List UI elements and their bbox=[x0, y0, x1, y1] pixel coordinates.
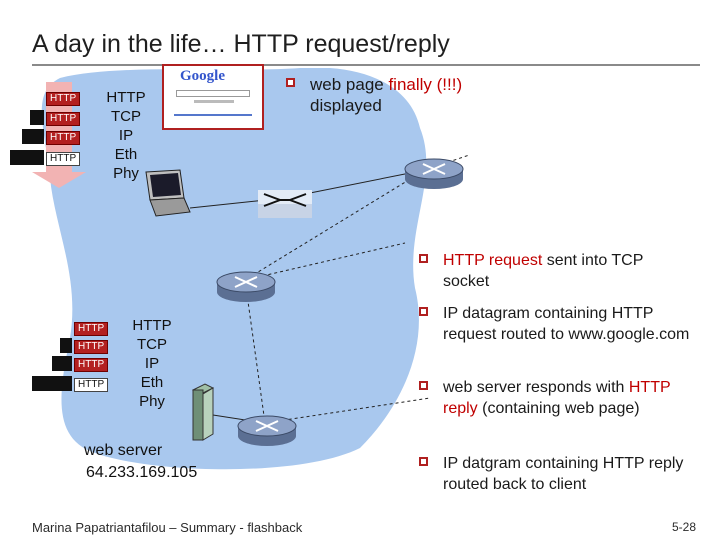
ip-header-block bbox=[22, 129, 44, 144]
laptop-icon bbox=[145, 169, 191, 217]
layer-phy: Phy bbox=[113, 165, 139, 182]
google-browser-window: Google bbox=[162, 64, 264, 130]
packet-tag: HTTP bbox=[74, 358, 109, 372]
server-label: web server bbox=[84, 442, 163, 459]
bullet-square-icon bbox=[286, 78, 295, 87]
bullet-square-icon bbox=[419, 381, 428, 390]
link-row bbox=[174, 114, 252, 116]
link-router2-router3 bbox=[244, 279, 266, 424]
eth-header-block bbox=[32, 376, 72, 391]
title-rule bbox=[32, 64, 700, 66]
bullet-reply-routed: IP datgram containing HTTP reply routed … bbox=[419, 453, 693, 495]
packet-tag: HTTP bbox=[46, 112, 81, 126]
packet-tag: HTTP bbox=[74, 378, 109, 392]
search-box bbox=[176, 90, 250, 97]
layer-eth: Eth bbox=[140, 374, 164, 391]
layer-tcp: TCP bbox=[111, 108, 141, 125]
link-router3-out bbox=[264, 397, 431, 424]
google-logo: Google bbox=[180, 68, 225, 84]
router-icon bbox=[216, 271, 276, 302]
bullet-ip-datagram: IP datagram containing HTTP request rout… bbox=[419, 303, 693, 345]
packet-tag: HTTP bbox=[74, 340, 109, 354]
bullet-http-request: HTTP request sent into TCP socket bbox=[419, 250, 693, 292]
layer-tcp: TCP bbox=[137, 336, 167, 353]
tcp-header-block bbox=[30, 110, 44, 125]
bullet-server-responds: web server responds with HTTP reply (con… bbox=[419, 377, 708, 419]
layer-ip: IP bbox=[144, 355, 160, 372]
eth-header-block bbox=[10, 150, 44, 165]
cloud-shape bbox=[41, 68, 427, 470]
router-icon bbox=[237, 415, 297, 446]
slide-title: A day in the life… HTTP request/reply bbox=[32, 30, 450, 58]
search-buttons bbox=[194, 100, 234, 103]
server-ip: 64.233.169.105 bbox=[86, 464, 198, 481]
client-protocol-stack: HTTP TCP IP Eth Phy bbox=[94, 88, 158, 183]
layer-phy: Phy bbox=[139, 393, 165, 410]
bullet-page-displayed: web page finally (!!!) displayed bbox=[286, 74, 510, 116]
packet-tag: HTTP bbox=[74, 322, 109, 336]
footer-text: Marina Papatriantafilou – Summary - flas… bbox=[32, 520, 303, 535]
layer-ip: IP bbox=[118, 127, 134, 144]
router-icon bbox=[404, 158, 464, 189]
tcp-header-block bbox=[60, 338, 72, 353]
page-number: 5-28 bbox=[672, 520, 697, 534]
layer-http: HTTP bbox=[106, 89, 146, 106]
switch-icon bbox=[258, 190, 312, 218]
ip-header-block bbox=[52, 356, 72, 371]
bullet-square-icon bbox=[419, 254, 428, 263]
layer-eth: Eth bbox=[114, 146, 138, 163]
packet-tag: HTTP bbox=[46, 131, 81, 145]
link-router1-router2 bbox=[244, 169, 426, 281]
server-protocol-stack: HTTP TCP IP Eth Phy bbox=[120, 316, 184, 411]
layer-http: HTTP bbox=[132, 317, 172, 334]
packet-tag: HTTP bbox=[46, 152, 81, 166]
bullet-square-icon bbox=[419, 307, 428, 316]
bullet-square-icon bbox=[419, 457, 428, 466]
packet-tag: HTTP bbox=[46, 92, 81, 106]
server-icon bbox=[191, 383, 215, 441]
